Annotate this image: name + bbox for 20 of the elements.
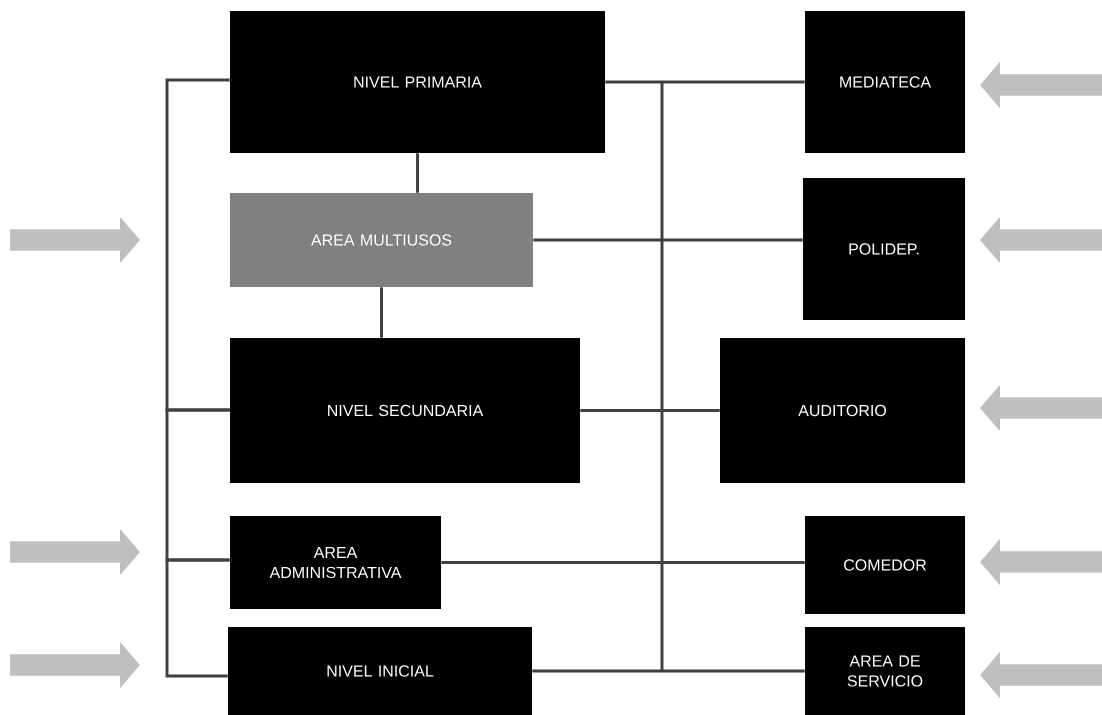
room-box: AREA ADMINISTRATIVA [230,516,441,609]
room-box: AREA DE SERVICIO [805,627,965,715]
room-box: AUDITORIO [720,338,965,483]
room-box: NIVEL PRIMARIA [230,11,605,153]
connector-line [533,238,803,242]
connector-line [165,78,230,412]
connector-line [441,561,805,564]
room-box: NIVEL SECUNDARIA [230,338,580,483]
connector-line [532,669,805,673]
connector-line [380,287,383,338]
room-box: POLIDEP. [803,178,965,320]
connector-line [165,558,230,678]
connector-line [165,408,230,562]
room-box: NIVEL INICIAL [228,627,532,715]
room-box: COMEDOR [805,516,965,614]
connector-line [605,80,805,84]
room-box: AREA MULTIUSOS [230,193,533,287]
connector-line [580,409,720,412]
room-box: MEDIATECA [805,11,965,153]
connector-line [416,153,419,193]
